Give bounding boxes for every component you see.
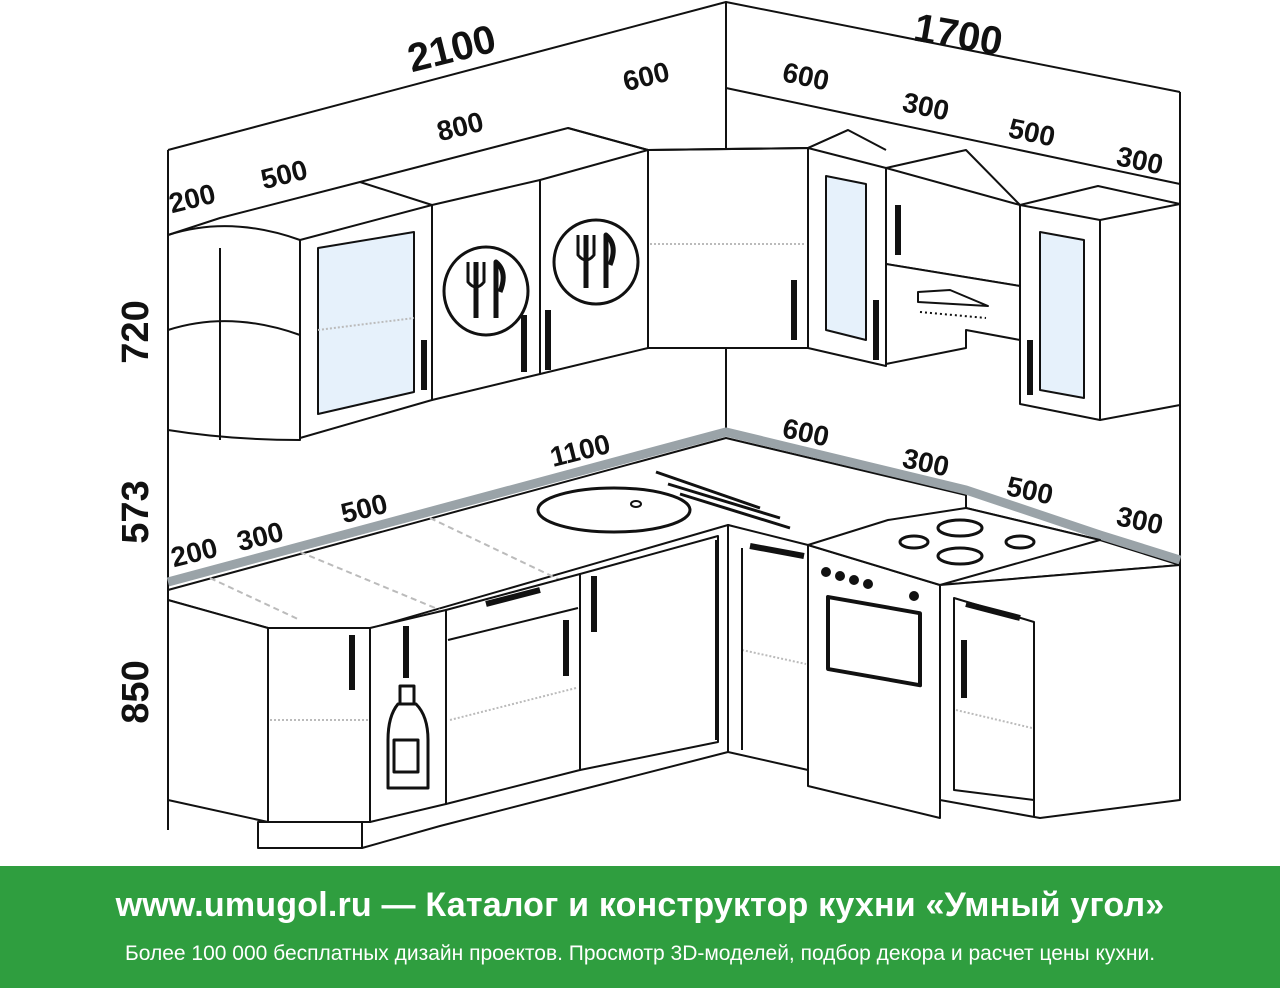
sink-icon — [536, 470, 791, 534]
dim-upper-right-300-end: 300 — [1114, 140, 1166, 180]
dim-height-upper: 720 — [115, 300, 157, 363]
dim-upper-right-300: 300 — [900, 86, 952, 126]
base-sink-cabinet — [579, 535, 719, 771]
upper-cabinet-plate-1 — [431, 179, 541, 401]
banner-title[interactable]: www.umugol.ru — Каталог и конструктор ку… — [115, 886, 1165, 924]
stove — [807, 507, 1101, 819]
dim-wall-left-total: 2100 — [403, 17, 500, 81]
dim-upper-left-500: 500 — [258, 154, 311, 195]
dim-height-base: 850 — [115, 660, 157, 723]
base-right-cabinet — [939, 564, 1181, 819]
upper-hood-cabinet — [885, 149, 1021, 365]
dim-height-gap: 573 — [115, 480, 157, 543]
base-plinth-left — [361, 751, 729, 849]
base-dishwasher-cabinet — [727, 524, 809, 771]
dim-upper-left-600: 600 — [620, 56, 673, 97]
upper-glass-cabinet-end — [1019, 185, 1181, 421]
upper-cabinet-plate-2 — [539, 149, 649, 375]
base-bottle-cabinet — [369, 609, 447, 823]
dim-lower-right-300-end: 300 — [1114, 500, 1166, 540]
bottle-icon — [386, 684, 430, 790]
upper-glass-cabinet-right — [807, 129, 887, 367]
upper-glass-cabinet-left — [299, 204, 433, 439]
kitchen-drawing: 2100 1700 200 500 800 600 600 300 500 30… — [115, 1, 1182, 849]
banner-subtitle: Более 100 000 бесплатных дизайн проектов… — [124, 942, 1156, 965]
dim-upper-left-200: 200 — [166, 178, 219, 219]
promo-banner: www.umugol.ru — Каталог и конструктор ку… — [0, 866, 1280, 988]
base-drawer-cabinet — [445, 573, 581, 805]
dim-wall-right-total: 1700 — [911, 6, 1006, 65]
dim-upper-left-800: 800 — [434, 106, 487, 147]
base-corner-end — [167, 599, 371, 849]
hob-burner-icon — [898, 518, 1036, 566]
upper-open-shelf — [167, 225, 301, 441]
dim-upper-right-500: 500 — [1006, 112, 1058, 152]
range-hood-icon — [885, 263, 1021, 365]
cutlery-plate-icon — [442, 245, 530, 337]
dim-upper-right-600: 600 — [780, 56, 832, 96]
cutlery-plate-icon — [552, 218, 640, 306]
